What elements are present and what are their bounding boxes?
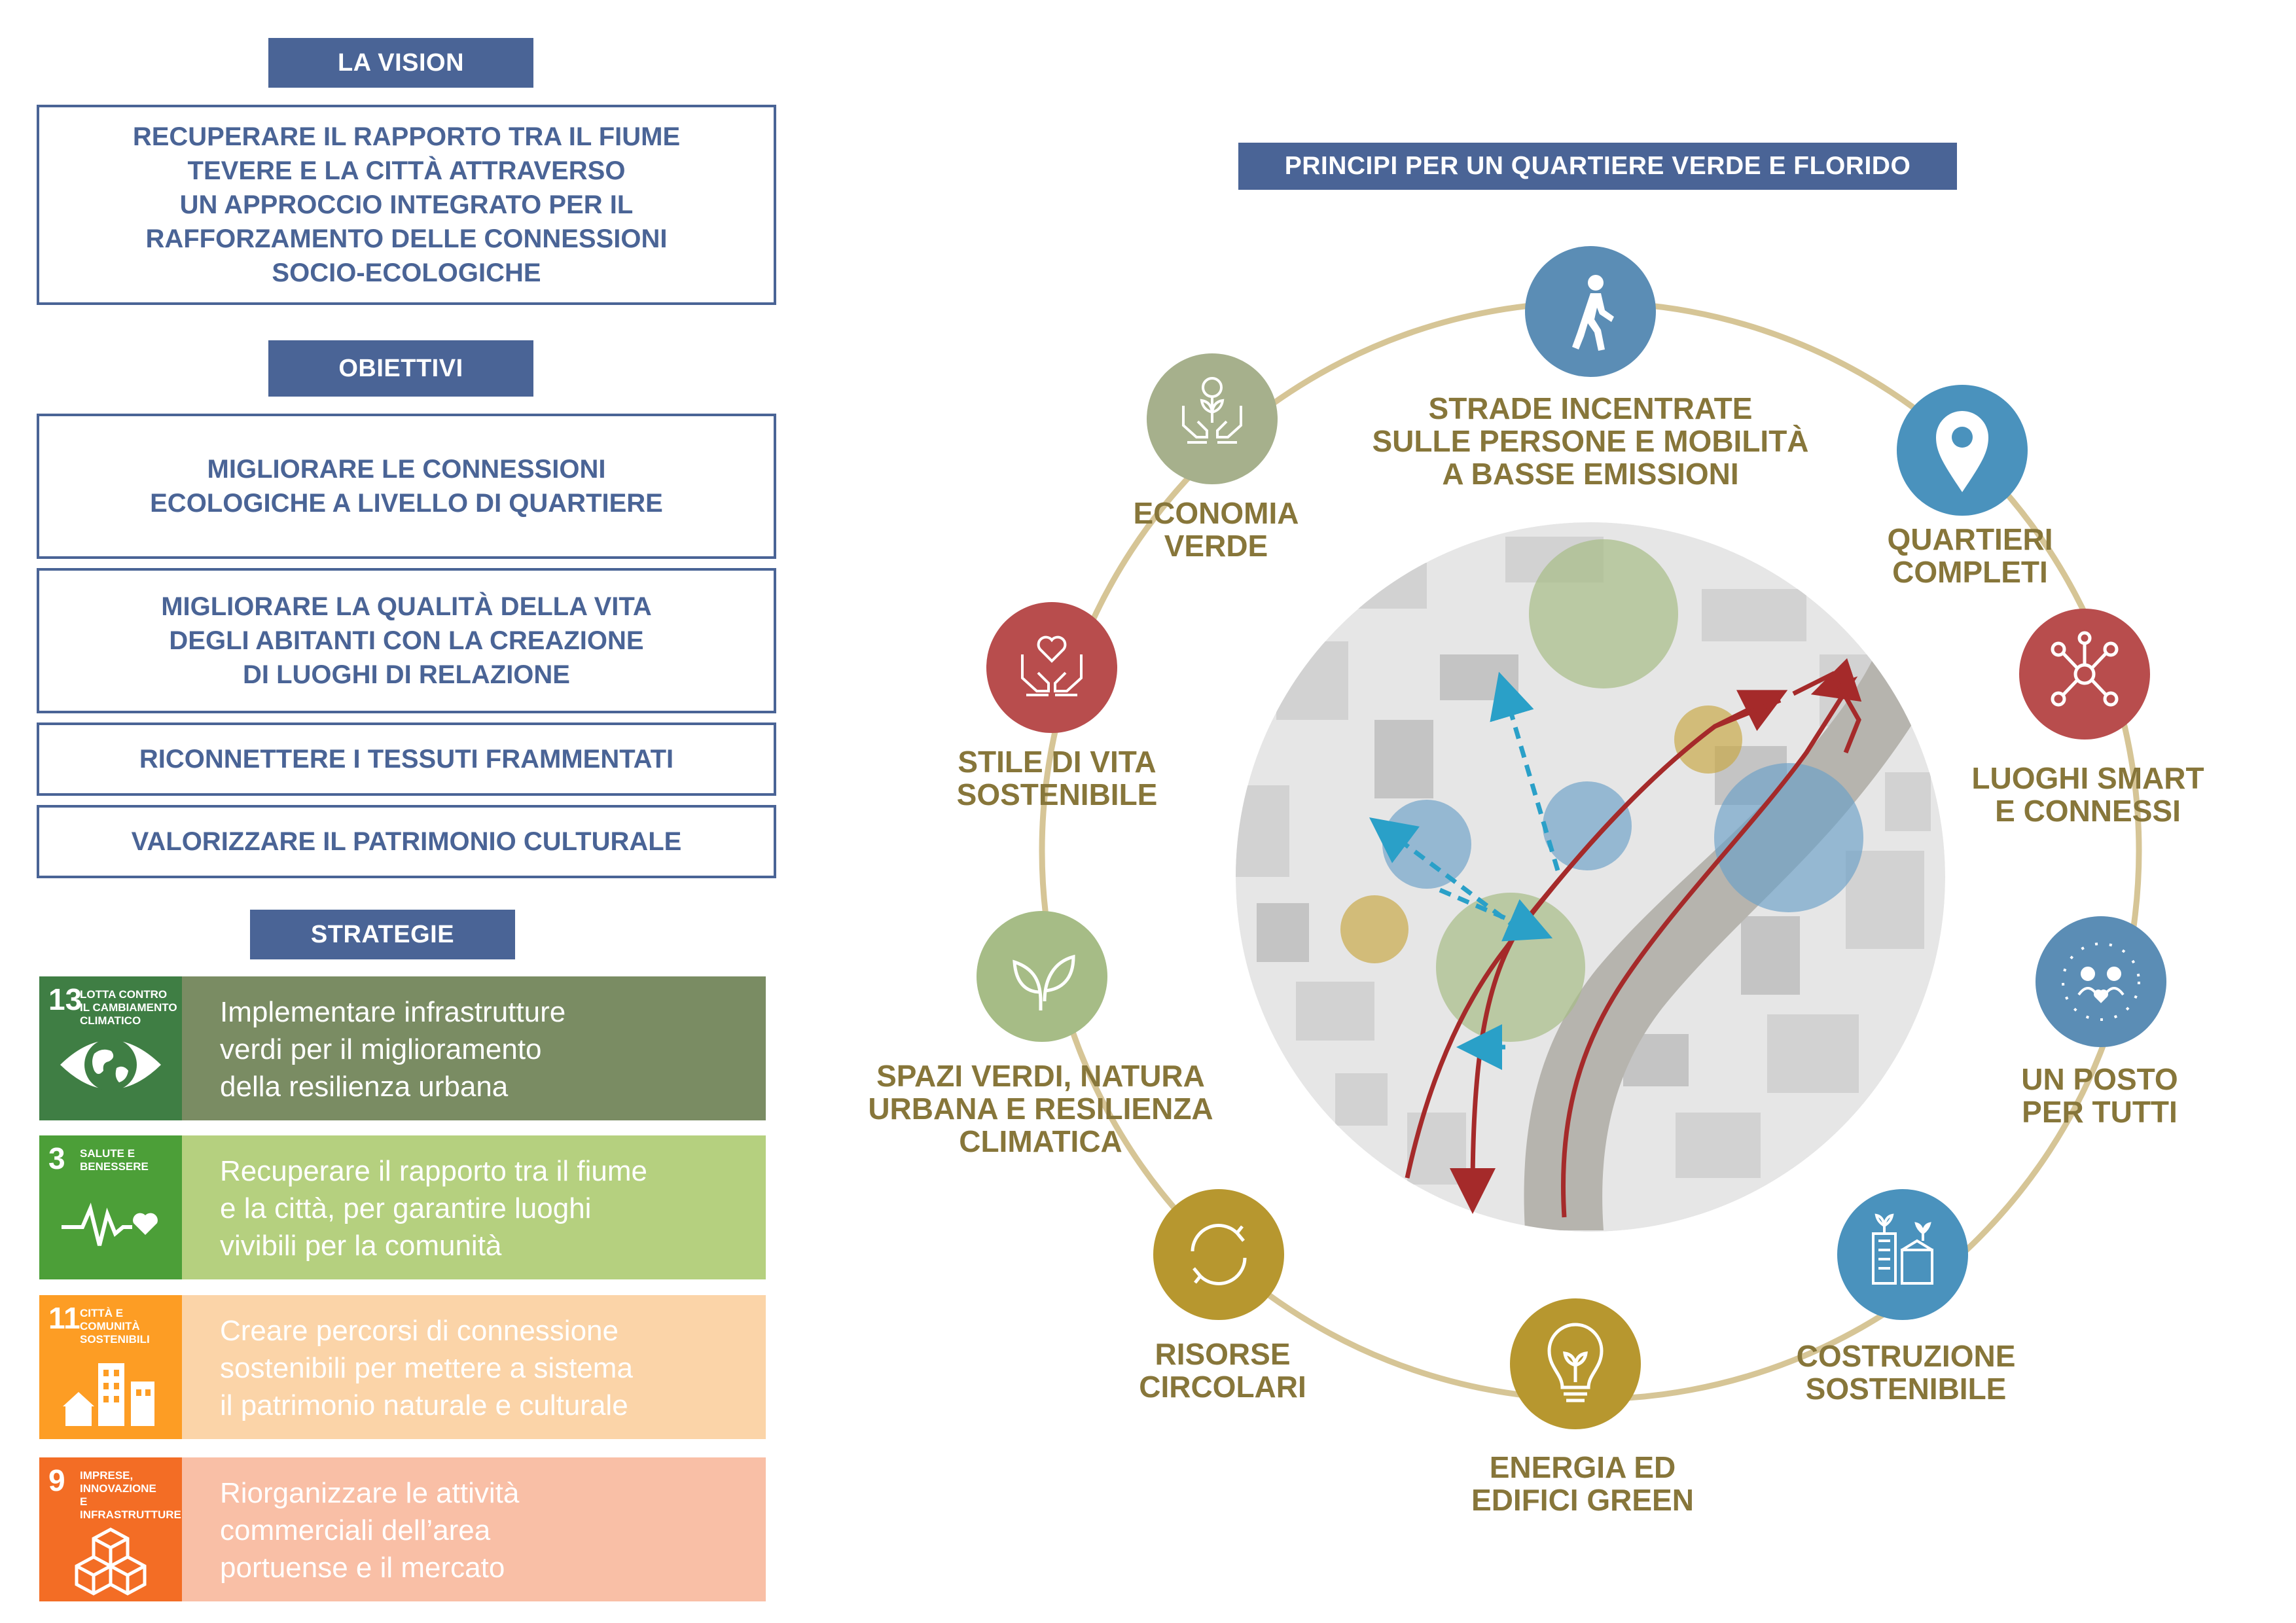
- strategia-row-11: 11 CITTÀ E COMUNITÀ SOSTENIBILI Creare p…: [39, 1295, 766, 1439]
- obiettivo-box-3: RICONNETTERE I TESSUTI FRAMMENTATI: [37, 722, 776, 796]
- river: [1524, 661, 1937, 1230]
- node-label: E CONNESSI: [1995, 794, 2181, 828]
- node-label: LUOGHI SMART: [1971, 761, 2204, 795]
- pedestrian-icon: [1572, 275, 1614, 351]
- node-economia: ECONOMIA VERDE: [1134, 353, 1299, 563]
- sdg-number: 13: [48, 982, 82, 1016]
- node-label: STILE DI VITA: [958, 745, 1156, 779]
- node-label: UN POSTO: [2021, 1062, 2178, 1096]
- principi-header: PRINCIPI PER UN QUARTIERE VERDE E FLORID…: [1238, 143, 1957, 190]
- sdg-number: 9: [48, 1463, 65, 1497]
- obiettivo-text-3: RICONNETTERE I TESSUTI FRAMMENTATI: [139, 745, 674, 774]
- network-icon: [2051, 631, 2119, 707]
- node-strade: STRADE INCENTRATE SULLE PERSONE E MOBILI…: [1372, 246, 1809, 491]
- sdg-goal-label: IMPRESE, INNOVAZIONE E INFRASTRUTTURE: [80, 1469, 181, 1521]
- node-label: COSTRUZIONE: [1797, 1339, 2016, 1373]
- community-icon: [2062, 942, 2140, 1021]
- node-posto: UN POSTO PER TUTTI: [2021, 916, 2178, 1129]
- green-area-bubble: [1529, 539, 1678, 688]
- blue-connection-paths: [1369, 671, 1560, 1070]
- sdg-goal-label: CITTÀ E COMUNITÀ SOSTENIBILI: [80, 1307, 150, 1346]
- strategia-text: Creare percorsi di connessione sostenibi…: [182, 1295, 766, 1439]
- strategia-text: Recuperare il rapporto tra il fiume e la…: [182, 1135, 766, 1279]
- node-label: STRADE INCENTRATE: [1429, 391, 1753, 425]
- sdg-number: 3: [48, 1141, 65, 1175]
- sdg-tile-11: 11 CITTÀ E COMUNITÀ SOSTENIBILI: [39, 1295, 182, 1439]
- obiettivo-box-1: MIGLIORARE LE CONNESSIONI ECOLOGICHE A L…: [37, 414, 776, 559]
- obiettivo-text-4: VALORIZZARE IL PATRIMONIO CULTURALE: [131, 827, 682, 856]
- strategia-text: Implementare infrastrutture verdi per il…: [182, 976, 766, 1120]
- strategia-text: Riorganizzare le attività commerciali de…: [182, 1457, 766, 1601]
- vision-box: RECUPERARE IL RAPPORTO TRA IL FIUME TEVE…: [37, 105, 776, 305]
- node-label: SPAZI VERDI, NATURA: [876, 1059, 1205, 1093]
- hands-money-plant-icon: [1182, 377, 1242, 444]
- aerial-map: [1236, 522, 1945, 1232]
- sdg-tile-13: 13 LOTTA CONTRO IL CAMBIAMENTO CLIMATICO: [39, 976, 182, 1120]
- gold-area-bubble: [1340, 895, 1408, 963]
- node-label: VERDE: [1164, 529, 1268, 563]
- green-building-icon: [1872, 1213, 1933, 1285]
- node-spazi: SPAZI VERDI, NATURA URBANA E RESILIENZA …: [868, 911, 1213, 1158]
- sdg-tile-3: 3 SALUTE E BENESSERE: [39, 1135, 182, 1279]
- node-label: A BASSE EMISSIONI: [1442, 457, 1738, 491]
- cubes-icon: [75, 1527, 147, 1596]
- vision-header: LA VISION: [268, 38, 533, 88]
- obiettivi-header: OBIETTIVI: [268, 340, 533, 397]
- node-stile: STILE DI VITA SOSTENIBILE: [957, 602, 1158, 812]
- strategia-row-3: 3 SALUTE E BENESSERE Recuperare il rappo…: [39, 1135, 766, 1279]
- eye-globe-icon: [60, 1039, 161, 1091]
- location-pin-icon: [1936, 411, 1988, 492]
- blue-area-bubble: [1714, 763, 1863, 912]
- hands-heart-icon: [1021, 635, 1083, 696]
- node-label: RISORSE: [1155, 1337, 1290, 1371]
- node-label: EDIFICI GREEN: [1471, 1483, 1694, 1517]
- node-label: COMPLETI: [1892, 555, 2048, 589]
- sdg-goal-label: SALUTE E BENESSERE: [80, 1147, 149, 1173]
- node-quartieri: QUARTIERI COMPLETI: [1888, 385, 2053, 589]
- node-label: SOSTENIBILE: [1806, 1372, 2007, 1406]
- node-risorse: RISORSE CIRCOLARI: [1139, 1189, 1306, 1404]
- node-label: SULLE PERSONE E MOBILITÀ: [1372, 424, 1808, 458]
- node-energia: ENERGIA ED EDIFICI GREEN: [1471, 1298, 1694, 1517]
- node-smart: LUOGHI SMART E CONNESSI: [1971, 609, 2204, 828]
- city-buildings-icon: [63, 1363, 154, 1426]
- green-area-bubble: [1436, 893, 1585, 1042]
- node-costruzione: COSTRUZIONE SOSTENIBILE: [1797, 1189, 2016, 1406]
- node-label: ECONOMIA: [1134, 496, 1299, 530]
- node-label: URBANA E RESILIENZA: [868, 1092, 1213, 1126]
- vision-text: RECUPERARE IL RAPPORTO TRA IL FIUME TEVE…: [132, 122, 681, 287]
- gold-area-bubble: [1674, 705, 1742, 774]
- node-label: CIRCOLARI: [1139, 1370, 1306, 1404]
- blue-area-bubble: [1382, 800, 1471, 889]
- recycle-arrows-icon: [1191, 1224, 1247, 1285]
- sdg-tile-9: 9 IMPRESE, INNOVAZIONE E INFRASTRUTTURE: [39, 1457, 182, 1601]
- lightbulb-leaf-icon: [1547, 1323, 1604, 1402]
- sdg-number: 11: [48, 1301, 81, 1335]
- strategia-row-9: 9 IMPRESE, INNOVAZIONE E INFRASTRUTTURE …: [39, 1457, 766, 1601]
- obiettivo-text-2: MIGLIORARE LA QUALITÀ DELLA VITA DEGLI A…: [161, 592, 652, 689]
- node-label: CLIMATICA: [959, 1124, 1122, 1158]
- strategie-header: STRATEGIE: [250, 910, 515, 959]
- obiettivo-box-4: VALORIZZARE IL PATRIMONIO CULTURALE: [37, 805, 776, 878]
- principi-ring: [1039, 299, 2142, 1402]
- node-label: ENERGIA ED: [1490, 1450, 1676, 1484]
- node-label: PER TUTTI: [2022, 1095, 2178, 1129]
- sdg-goal-label: LOTTA CONTRO IL CAMBIAMENTO CLIMATICO: [80, 988, 177, 1027]
- node-label: QUARTIERI: [1888, 522, 2053, 556]
- strategia-row-13: 13 LOTTA CONTRO IL CAMBIAMENTO CLIMATICO…: [39, 976, 766, 1120]
- obiettivo-text-1: MIGLIORARE LE CONNESSIONI ECOLOGICHE A L…: [150, 455, 663, 518]
- obiettivo-box-2: MIGLIORARE LA QUALITÀ DELLA VITA DEGLI A…: [37, 568, 776, 713]
- blue-area-bubble: [1543, 781, 1632, 870]
- heartbeat-icon: [62, 1202, 158, 1246]
- node-label: SOSTENIBILE: [957, 777, 1158, 812]
- leaves-icon: [1013, 954, 1075, 1010]
- red-connection-paths: [1405, 658, 1862, 1218]
